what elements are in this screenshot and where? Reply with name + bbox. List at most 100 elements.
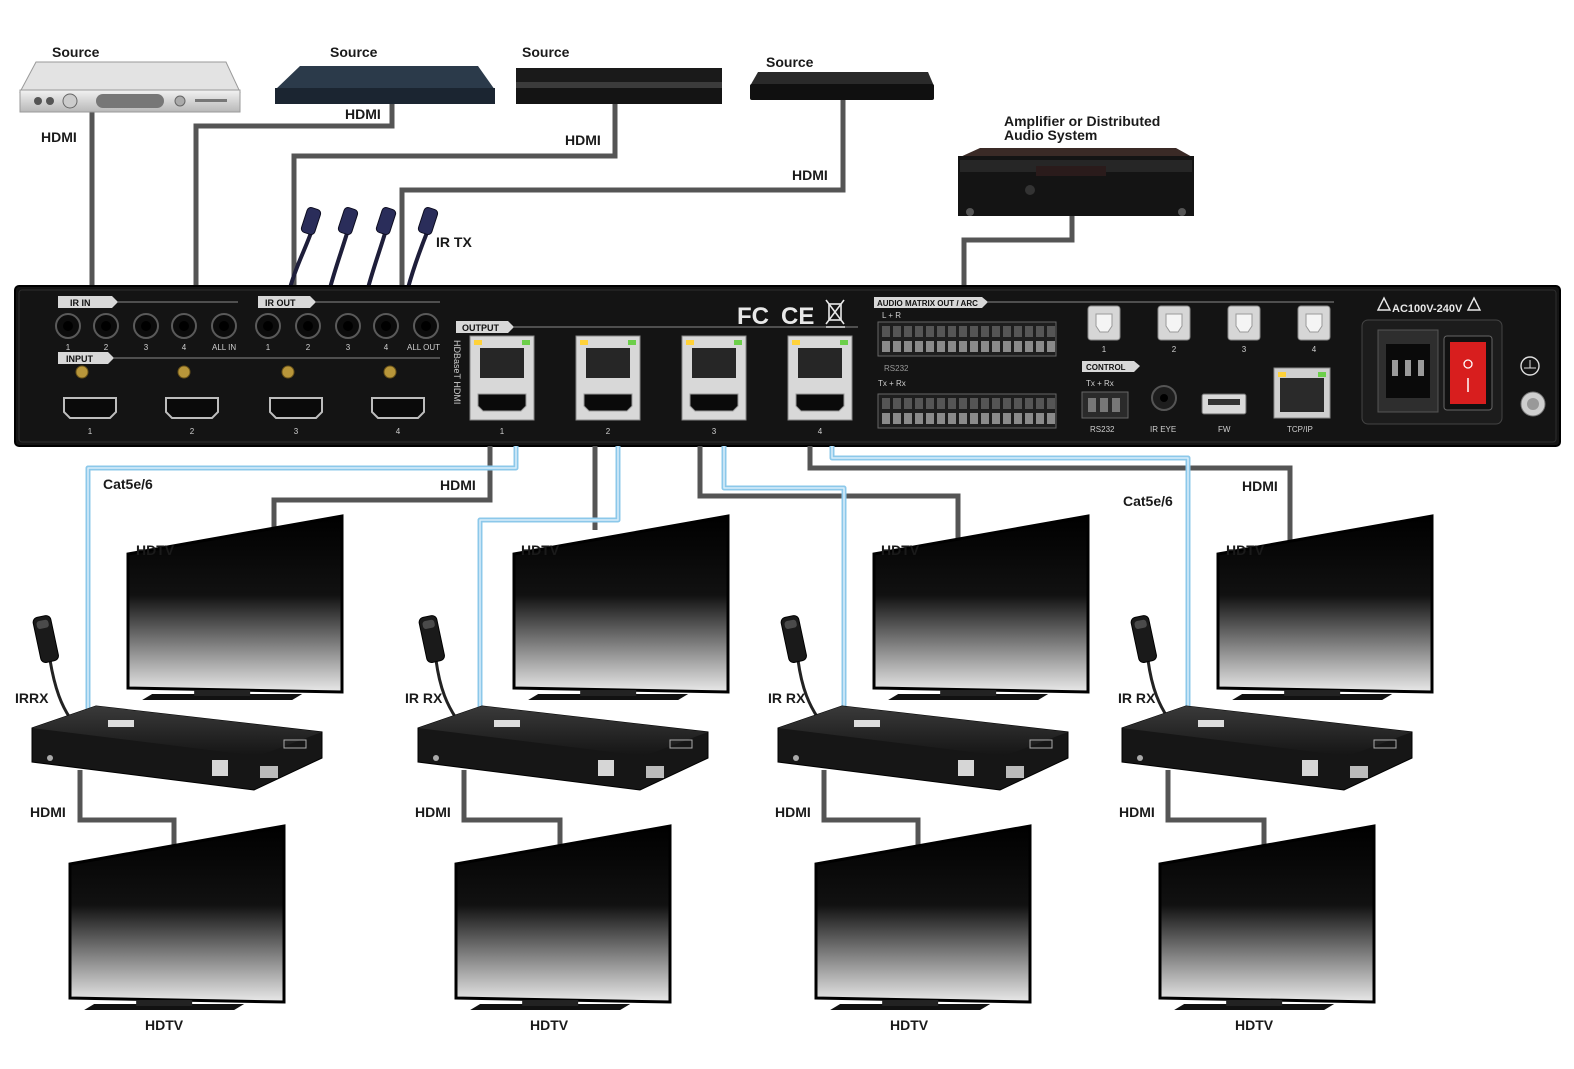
source-1-label: Source [52, 44, 100, 60]
input-port-number: 4 [396, 427, 401, 436]
weee-bin-icon [825, 299, 845, 328]
tcp-ip-port-label: TCP/IP [1287, 425, 1313, 434]
optical-port-number: 3 [1242, 345, 1247, 354]
optical-port-number: 1 [1102, 345, 1107, 354]
tx-rx-label-control: Tx + Rx [1086, 379, 1114, 388]
ir-in-tag: IR IN [70, 298, 91, 308]
output-hdmi-cables [271, 446, 1293, 550]
hdtv-label-top-2: HDTV [521, 542, 560, 558]
ir-out-all-label: ALL OUT [407, 343, 440, 352]
control-tag: CONTROL [1086, 363, 1126, 372]
cat-label-left: Cat5e/6 [103, 476, 153, 492]
hdmi-input-ports [63, 365, 425, 419]
audio-matrix-tag: AUDIO MATRIX OUT / ARC [877, 299, 978, 308]
audio-terminal-blocks [877, 321, 1057, 429]
hdtv-label-top-3: HDTV [881, 542, 920, 558]
receiver-group [31, 705, 1413, 791]
power-switch[interactable] [1443, 335, 1493, 411]
ir-rx-label-4: IR RX [1118, 690, 1156, 706]
hdtv-top [1216, 514, 1434, 700]
output-port-number: 3 [712, 427, 717, 436]
hdtv-bottom [814, 824, 1032, 1010]
source-device-1 [19, 61, 241, 113]
output-port-number: 2 [606, 427, 611, 436]
ir-out-port-number: 2 [306, 343, 311, 352]
ir-eye-port-label: IR EYE [1150, 425, 1176, 434]
ir-tx-emitters [288, 207, 439, 289]
hdbaset-receiver [1121, 705, 1413, 791]
output-cat-cables [85, 446, 1191, 716]
hdmi-label-source-4: HDMI [792, 167, 828, 183]
hdmi-label-out-1: HDMI [440, 477, 476, 493]
hdtv-label-bottom-3: HDTV [890, 1017, 929, 1033]
output-tag: OUTPUT [462, 323, 500, 333]
hdbaset-hdmi-vertical-label: HDBaseT HDMI [452, 340, 462, 404]
bottom-hdtv-group [68, 824, 1376, 1010]
amplifier-label-line2: Audio System [1004, 127, 1098, 143]
ir-out-port-number: 1 [266, 343, 271, 352]
hdbaset-receiver [31, 705, 323, 791]
hdtv-top [512, 514, 730, 700]
hdmi-label-rx-2: HDMI [415, 804, 451, 820]
hdmi-input-port [371, 397, 425, 419]
power-rating-label: AC100V-240V [1392, 303, 1463, 315]
ir-in-port-number: 2 [104, 343, 109, 352]
optical-audio-ports [1087, 305, 1331, 341]
hdtv-label-bottom-2: HDTV [530, 1017, 569, 1033]
input-port-number: 2 [190, 427, 195, 436]
cat-label-right: Cat5e/6 [1123, 493, 1173, 509]
ir-in-port-number: 4 [182, 343, 187, 352]
ir-rx-label-2: IR RX [405, 690, 443, 706]
hdbaset-receiver [417, 705, 709, 791]
fw-port-label: FW [1218, 425, 1231, 434]
hdmi-label-out-4: HDMI [1242, 478, 1278, 494]
hdtv-label-bottom-1: HDTV [145, 1017, 184, 1033]
input-led [383, 365, 397, 379]
ir-in-jacks [55, 313, 237, 339]
control-ports [1081, 367, 1331, 419]
input-tag: INPUT [66, 354, 94, 364]
ir-in-all-label: ALL IN [212, 343, 236, 352]
source-4-label: Source [766, 54, 814, 70]
input-port-number: 1 [88, 427, 93, 436]
hdmi-label-source-1: HDMI [41, 129, 77, 145]
hdmi-cable-source-3 [291, 104, 618, 288]
hdtv-top [872, 514, 1090, 700]
ir-in-port-number: 3 [144, 343, 149, 352]
input-led [281, 365, 295, 379]
hdtv-label-bottom-4: HDTV [1235, 1017, 1274, 1033]
hdmi-input-port [63, 397, 117, 419]
hdmi-label-rx-1: HDMI [30, 804, 66, 820]
ir-out-jacks [255, 313, 439, 339]
optical-port-number: 4 [1312, 345, 1317, 354]
source-2-label: Source [330, 44, 378, 60]
rs232-port-label: RS232 [1090, 425, 1115, 434]
source-device-3 [516, 68, 722, 104]
warning-triangle-icon [1376, 296, 1482, 311]
ir-rx-sensor-group [32, 615, 1157, 663]
ground-screw-icon [1520, 356, 1546, 417]
hdtv-label-top-1: HDTV [136, 542, 175, 558]
ce-logo: CE [781, 303, 814, 330]
ir-out-tag: IR OUT [265, 298, 296, 308]
hdtv-bottom [68, 824, 286, 1010]
source-device-4 [750, 72, 934, 100]
hdmi-label-rx-3: HDMI [775, 804, 811, 820]
fcc-logo: FC [737, 303, 769, 330]
hdmi-input-port [165, 397, 219, 419]
amplifier-device [958, 148, 1194, 216]
panel-tags [58, 296, 1334, 372]
input-port-number: 3 [294, 427, 299, 436]
receiver-hdmi-cables [77, 770, 1267, 850]
input-led [177, 365, 191, 379]
optical-port-number: 2 [1172, 345, 1177, 354]
irrx-label-1: IRRX [15, 690, 49, 706]
source-3-label: Source [522, 44, 570, 60]
hdmi-cable-source-2 [193, 104, 395, 288]
ir-out-port-number: 4 [384, 343, 389, 352]
hdmi-cable-source-4 [399, 100, 846, 288]
ir-out-port-number: 3 [346, 343, 351, 352]
